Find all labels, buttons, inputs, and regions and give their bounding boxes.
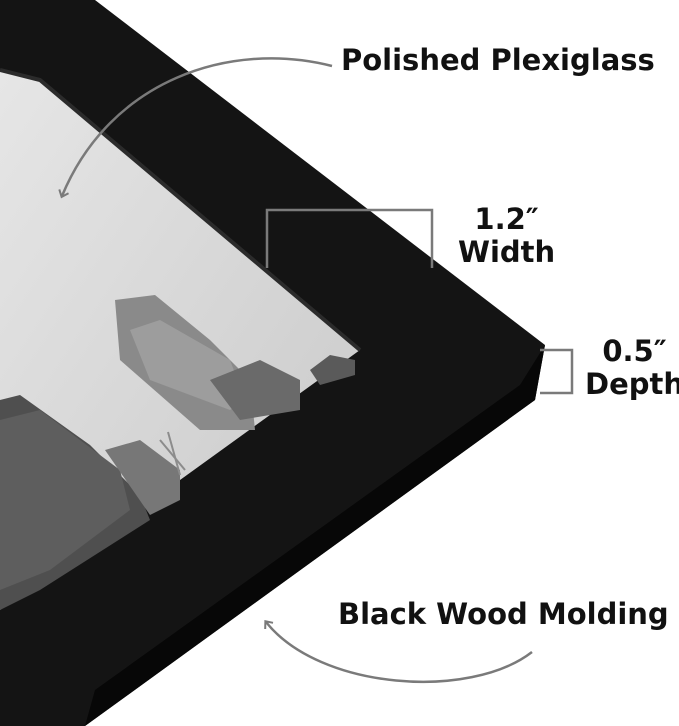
depth-callout: 0.5″ Depth — [585, 334, 679, 402]
city-skyline-photo — [0, 295, 355, 610]
width-value: 1.2″ — [474, 202, 539, 236]
width-label: Width — [458, 235, 556, 270]
plexiglass-label: Polished Plexiglass — [341, 43, 655, 77]
molding-arrow — [264, 619, 533, 683]
depth-bracket — [540, 348, 574, 395]
molding-label: Black Wood Molding — [338, 597, 669, 631]
frame-inner-bevel — [0, 68, 362, 352]
plexiglass-arrow — [58, 57, 333, 199]
width-callout: 1.2″ Width — [458, 202, 556, 270]
frame-depth-edge — [85, 345, 545, 726]
depth-label: Depth — [585, 367, 679, 402]
depth-value: 0.5″ — [602, 334, 667, 368]
width-bracket — [265, 208, 434, 268]
